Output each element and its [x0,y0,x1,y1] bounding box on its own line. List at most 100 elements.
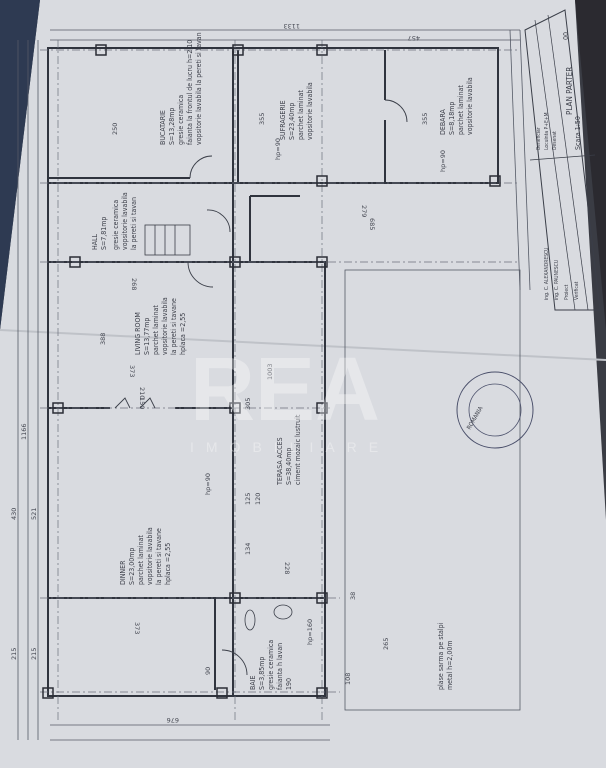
svg-text:S=7,81mp: S=7,81mp [100,217,108,250]
svg-text:373: 373 [133,622,141,634]
svg-text:la pereti si tavane: la pereti si tavane [155,528,163,585]
svg-text:ing. C. PAUNESCU: ing. C. PAUNESCU [554,260,560,300]
svg-text:38: 38 [349,592,357,600]
svg-text:SUFRAGERIE: SUFRAGERIE [279,100,287,140]
fence-note: plase sarma pe stalpi metal h=2,00m [437,622,454,690]
svg-text:vopsitorie lavabila: vopsitorie lavabila [466,77,474,135]
svg-text:HALL: HALL [91,233,99,250]
svg-text:hplaca =2,55: hplaca =2,55 [179,313,187,355]
svg-text:metal h=2,00m: metal h=2,00m [446,640,454,690]
svg-text:Locuinta P+E+M: Locuinta P+E+M [544,112,550,150]
svg-text:279: 279 [360,205,368,217]
svg-text:120: 120 [254,493,262,505]
svg-text:BUCATARIE: BUCATARIE [159,110,167,145]
svg-text:250: 250 [111,123,119,135]
axis-lines [40,40,520,720]
svg-text:hplaca =2,55: hplaca =2,55 [164,543,172,585]
svg-text:228: 228 [283,562,291,574]
svg-text:gresie ceramica: gresie ceramica [177,95,185,145]
svg-text:190: 190 [285,678,293,690]
svg-text:125: 125 [244,493,252,505]
svg-text:la pereti si tavane: la pereti si tavane [170,298,178,355]
svg-text:388: 388 [99,333,107,345]
room-label-dinner: DINNER S=23,00mp parchet laminat vopsito… [119,527,172,585]
svg-text:373: 373 [128,365,136,377]
svg-text:TERASA ACCES: TERASA ACCES [276,437,284,486]
room-label-living-room: LIVING ROOM S=13,77mp parchet laminat vo… [134,297,187,355]
toilet-icon [244,609,256,631]
svg-text:plase sarma pe stalpi: plase sarma pe stalpi [437,622,445,690]
svg-text:1166: 1166 [20,423,28,440]
svg-text:S=8,18mp: S=8,18mp [448,102,456,135]
svg-text:355: 355 [421,113,429,125]
svg-text:305: 305 [244,398,252,410]
svg-text:Scara 1:50: Scara 1:50 [574,116,582,150]
paper-shadow [0,0,40,330]
svg-text:parchet laminat: parchet laminat [457,85,465,135]
svg-text:S=38,40mp: S=38,40mp [285,448,293,485]
dimension-lines [17,29,531,741]
svg-text:1133: 1133 [283,22,300,30]
svg-text:ciment mozaic lustruit: ciment mozaic lustruit [294,414,302,485]
svg-text:Desenat: Desenat [552,131,558,150]
svg-text:BAIE: BAIE [249,676,257,690]
svg-text:la pereti si tavan: la pereti si tavan [130,197,138,250]
svg-text:ing. C. ALEXANDRESCU: ing. C. ALEXANDRESCU [544,248,550,300]
bathroom-fixtures [244,604,293,631]
svg-text:S=13,77mp: S=13,77mp [143,318,151,355]
svg-text:90: 90 [204,667,212,675]
svg-text:hp=90: hp=90 [274,138,282,160]
svg-text:IMOBILIARE: IMOBILIARE [190,439,390,455]
svg-text:430: 430 [10,508,18,520]
svg-text:gresie ceramica: gresie ceramica [112,200,120,250]
svg-text:S=23,00mp: S=23,00mp [128,548,136,585]
svg-text:vopsitorie lavabila: vopsitorie lavabila [306,82,314,140]
doors [114,99,408,676]
svg-text:215: 215 [10,648,18,660]
svg-text:210: 210 [138,387,146,399]
room-label-living-dining: SUFRAGERIE S=23,40mp parchet laminat vop… [279,82,314,140]
svg-text:355: 355 [258,113,266,125]
svg-text:265: 265 [382,638,390,650]
svg-text:REA: REA [190,340,380,440]
svg-text:vopsitorie lavabila: vopsitorie lavabila [161,297,169,355]
sink-icon [273,604,293,620]
svg-text:108: 108 [344,673,352,685]
svg-text:DINNER: DINNER [119,560,127,585]
svg-text:521: 521 [30,508,38,520]
svg-text:hp=90: hp=90 [439,150,447,172]
svg-text:parchet laminat: parchet laminat [152,305,160,355]
watermark: REA IMOBILIARE [190,340,390,455]
svg-text:parchet laminat: parchet laminat [297,90,305,140]
svg-text:faianta la frontul de lucru h=: faianta la frontul de lucru h=2,10 [186,40,194,145]
svg-text:S=13,28mp: S=13,28mp [168,108,176,145]
svg-text:vopsitorie lavabila: vopsitorie lavabila [121,192,129,250]
svg-text:parchet laminat: parchet laminat [137,535,145,585]
columns [42,44,501,699]
svg-text:PLAN PARTER: PLAN PARTER [565,67,574,115]
svg-text:hp=90: hp=90 [204,473,212,495]
svg-text:gresie ceramica: gresie ceramica [267,640,275,690]
paper-fold [0,329,606,361]
svg-text:215: 215 [30,648,38,660]
dimension-labels: 1166 430 215 215 521 676 388 1003 305 12… [10,22,447,724]
svg-text:faianta h lavan: faianta h lavan [276,643,284,690]
svg-text:00: 00 [562,32,570,40]
svg-text:DEBARA: DEBARA [439,108,447,135]
svg-text:676: 676 [167,716,179,724]
svg-text:LIVING ROOM: LIVING ROOM [134,312,142,355]
svg-text:hp=160: hp=160 [306,619,314,645]
svg-text:S=3,85mp: S=3,85mp [258,657,266,690]
room-label-bathroom: BAIE S=3,85mp gresie ceramica faianta h … [249,640,293,690]
room-label-hall: HALL S=7,81mp gresie ceramica vopsitorie… [91,192,138,250]
staircase [144,224,191,256]
svg-text:150: 150 [138,397,146,409]
svg-text:268: 268 [130,278,138,290]
room-label-storage: DEBARA S=8,18mp parchet laminat vopsitor… [439,77,474,135]
svg-text:685: 685 [368,218,376,230]
svg-text:134: 134 [244,543,252,555]
svg-text:vopsitorie lavabila: vopsitorie lavabila [146,527,154,585]
